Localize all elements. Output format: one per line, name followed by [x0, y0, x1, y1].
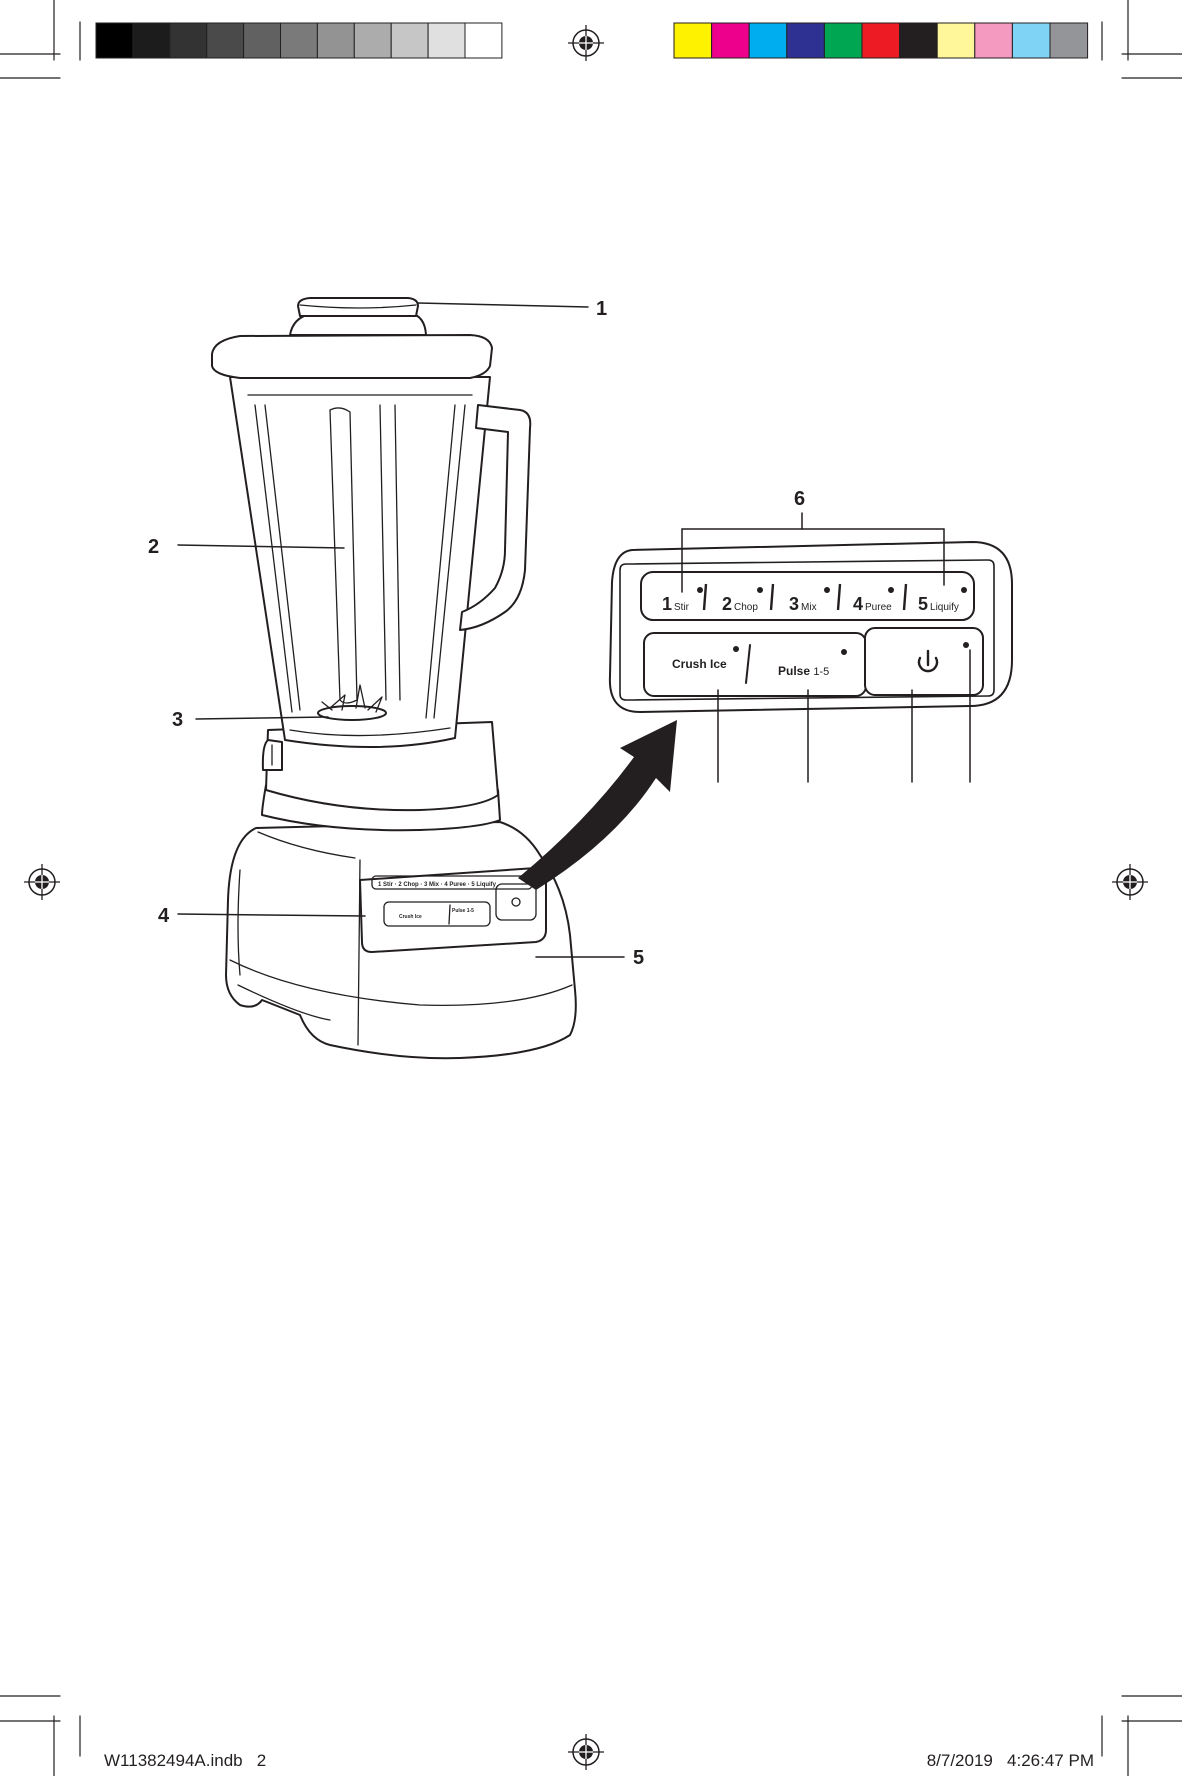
registration-mark: [24, 864, 60, 900]
pulse-indicator: [841, 649, 847, 655]
footer-timestamp: 8/7/2019 4:26:47 PM: [927, 1751, 1094, 1770]
blender-jar-outline: [230, 377, 530, 747]
speed-number: 2: [722, 594, 732, 614]
speed-name: Puree: [865, 602, 892, 613]
svg-text:Crush Ice: Crush Ice: [399, 914, 422, 920]
speed-name: Chop: [734, 602, 758, 613]
color-swatch: [900, 23, 938, 58]
gray-swatch: [281, 23, 318, 58]
pulse-label: Pulse 1-5: [778, 664, 829, 678]
callout-6: 6: [794, 488, 805, 510]
gray-swatch: [96, 23, 133, 58]
registration-mark: [1112, 864, 1148, 900]
svg-text:Pulse 1-5: Pulse 1-5: [452, 908, 474, 914]
pulse-word: Pulse: [778, 664, 810, 678]
pulse-range: 1-5: [813, 666, 829, 678]
gray-swatch: [428, 23, 465, 58]
footer-file-name: W11382494A.indb 2: [104, 1751, 266, 1770]
registration-mark: [568, 1734, 604, 1770]
speed-indicator: [888, 587, 894, 593]
color-swatch: [787, 23, 825, 58]
lid-outline: [212, 298, 492, 378]
speed-number: 1: [662, 594, 672, 614]
process-color-bar: [674, 23, 1088, 58]
color-swatch: [674, 23, 712, 58]
speed-indicator: [961, 587, 967, 593]
crush-ice-label: Crush Ice: [672, 657, 727, 671]
callout-1: 1: [596, 298, 607, 320]
callout-5: 5: [633, 947, 644, 969]
callout-3: 3: [172, 709, 183, 731]
svg-text:1 Stir · 2 Chop · 3 Mix · 4 Pu: 1 Stir · 2 Chop · 3 Mix · 4 Puree · 5 Li…: [378, 882, 497, 888]
gray-swatch: [391, 23, 428, 58]
power-indicator: [963, 642, 969, 648]
callout-2: 2: [148, 536, 159, 558]
crush-ice-indicator: [733, 646, 739, 652]
speed-number: 4: [853, 594, 863, 614]
zoom-arrow: [518, 720, 677, 890]
color-swatch: [1012, 23, 1050, 58]
gray-swatch: [133, 23, 170, 58]
color-swatch: [749, 23, 787, 58]
gray-swatch: [465, 23, 502, 58]
gray-swatch: [317, 23, 354, 58]
gray-swatch: [354, 23, 391, 58]
speed-number: 3: [789, 594, 799, 614]
speed-indicator: [757, 587, 763, 593]
color-swatch: [712, 23, 750, 58]
grayscale-color-bar: [96, 23, 502, 58]
gray-swatch: [207, 23, 244, 58]
color-swatch: [1050, 23, 1088, 58]
speed-name: Mix: [801, 602, 817, 613]
speed-name: Liquify: [930, 602, 959, 613]
speed-number: 5: [918, 594, 928, 614]
registration-mark: [568, 25, 604, 61]
speed-indicator: [697, 587, 703, 593]
registration-marks: [24, 25, 1148, 1770]
color-swatch: [824, 23, 862, 58]
color-swatch: [937, 23, 975, 58]
color-swatch: [975, 23, 1013, 58]
blender-illustration: Crush Ice Pulse 1-5 1 Stir · 2 Chop · 3 …: [212, 298, 677, 1058]
gray-swatch: [170, 23, 207, 58]
color-swatch: [862, 23, 900, 58]
speed-name: Stir: [674, 602, 690, 613]
speed-indicator: [824, 587, 830, 593]
base-control-panel-outline: Crush Ice Pulse 1-5 1 Stir · 2 Chop · 3 …: [360, 868, 546, 952]
gray-swatch: [244, 23, 281, 58]
callout-4: 4: [158, 905, 170, 927]
